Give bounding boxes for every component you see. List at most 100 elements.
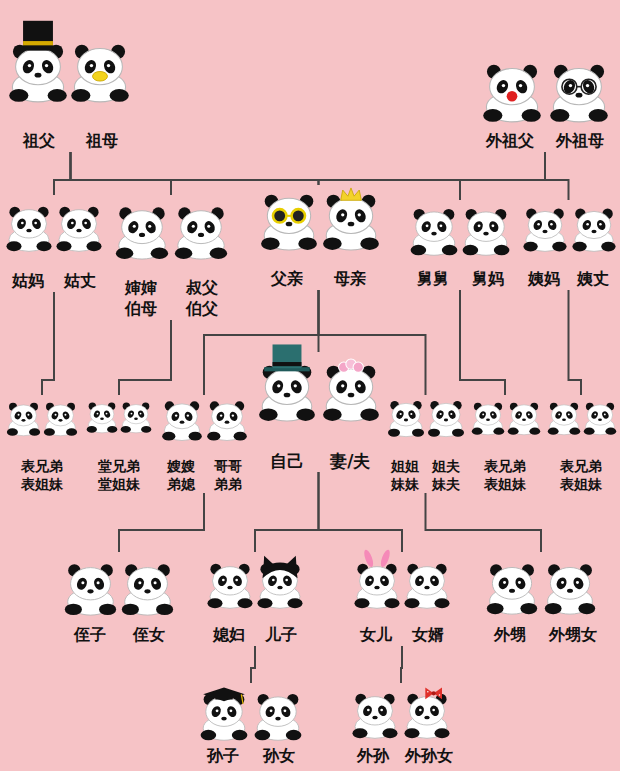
relation-label: 婶婶 (110, 278, 171, 299)
relation-label: 外孙 (345, 746, 401, 767)
panda (487, 564, 537, 614)
panda (162, 401, 202, 440)
panda (545, 564, 595, 614)
panda (404, 688, 449, 739)
relation-node: 姐姐姐夫妹妹妹夫 (384, 395, 467, 493)
panda (323, 188, 379, 250)
relation-label: 母亲 (319, 269, 383, 290)
family-line (319, 290, 426, 395)
relation-label: 孙子 (195, 746, 251, 767)
family-line (460, 152, 545, 200)
family-line (255, 472, 319, 552)
relation-node: 外孙外孙女 (345, 683, 457, 767)
family-line (54, 152, 71, 195)
label-group: 孙子孙女 (195, 746, 307, 767)
relation-node: 姨妈姨丈 (519, 200, 618, 290)
family-line (401, 646, 402, 683)
label-group: 外甥外甥女 (478, 625, 604, 646)
panda (572, 209, 615, 252)
relation-label: 父亲 (255, 269, 319, 290)
relation-label: 女婿 (402, 625, 454, 646)
panda (354, 549, 399, 609)
label-group: 婶婶叔父伯母伯父 (110, 278, 232, 320)
family-line (119, 320, 171, 395)
panda (550, 65, 608, 122)
relation-label: 外祖父 (475, 131, 545, 152)
panda (523, 209, 566, 252)
panda (201, 687, 248, 740)
relation-label: 祖父 (8, 131, 71, 152)
relation-node: 女儿女婿 (350, 552, 454, 646)
panda (472, 403, 504, 435)
relation-label: 堂姐妹 (83, 475, 155, 493)
family-line (71, 152, 319, 185)
relation-node: 自己妻/夫 (255, 352, 382, 472)
label-group: 嫂嫂哥哥弟媳弟弟 (157, 457, 251, 493)
relation-label: 外祖母 (545, 131, 615, 152)
panda (65, 564, 116, 615)
relation-node: 表兄弟表姐妹 (3, 395, 81, 493)
relation-label: 姨丈 (569, 269, 619, 290)
relation-label: 外孙女 (401, 746, 457, 767)
relation-label: 妹夫 (426, 475, 468, 493)
relation-label: 外甥 (478, 625, 541, 646)
panda (122, 564, 173, 615)
relation-node: 舅舅舅妈 (405, 200, 515, 290)
panda (71, 45, 129, 102)
relation-label: 孙女 (251, 746, 307, 767)
relation-label: 姨妈 (519, 269, 569, 290)
family-line (460, 290, 505, 395)
family-line (119, 493, 204, 552)
relation-node: 父亲母亲 (255, 185, 382, 290)
panda (207, 401, 247, 440)
panda (6, 207, 51, 252)
relation-label: 祖母 (71, 131, 134, 152)
label-group: 表兄弟表姐妹 (544, 457, 618, 493)
panda (259, 344, 315, 420)
label-group: 侄子侄女 (60, 625, 178, 646)
panda (175, 207, 227, 259)
panda (207, 564, 252, 609)
label-group: 自己妻/夫 (255, 450, 382, 472)
relation-label: 舅妈 (460, 269, 515, 290)
relation-label: 姐姐 (384, 457, 426, 475)
relation-node: 婶婶叔父伯母伯父 (110, 195, 232, 320)
relation-node: 表兄弟表姐妹 (544, 395, 618, 493)
relation-node: 外甥外甥女 (478, 552, 604, 646)
relation-node: 侄子侄女 (60, 552, 178, 646)
relation-label: 姐夫 (426, 457, 468, 475)
label-group: 堂兄弟堂姐妹 (83, 457, 155, 493)
label-group: 姨妈姨丈 (519, 269, 618, 290)
relation-label: 儿子 (255, 625, 307, 646)
family-line (569, 290, 582, 395)
relation-label: 侄女 (119, 625, 178, 646)
panda (388, 401, 424, 437)
label-group: 姐姐姐夫妹妹妹夫 (384, 457, 467, 493)
relation-label: 表姐妹 (468, 475, 542, 493)
relation-label: 哥哥 (204, 457, 251, 475)
relation-label: 媳妇 (203, 625, 255, 646)
panda (404, 564, 449, 609)
relation-label: 表兄弟 (468, 457, 542, 475)
label-group: 外孙外孙女 (345, 746, 457, 767)
panda (9, 21, 67, 102)
relation-label: 妻/夫 (319, 450, 383, 472)
relation-node: 堂兄弟堂姐妹 (83, 395, 155, 493)
relation-label: 弟弟 (204, 475, 251, 493)
relation-label: 伯母 (110, 299, 171, 320)
relation-node: 外祖父外祖母 (475, 45, 615, 152)
label-group: 媳妇儿子 (203, 625, 307, 646)
family-line (71, 152, 172, 195)
relation-node: 表兄弟表姐妹 (468, 395, 542, 493)
relation-node: 祖父祖母 (8, 15, 133, 152)
panda (44, 403, 77, 436)
relation-label: 表姐妹 (544, 475, 618, 493)
panda (584, 403, 616, 435)
relation-label: 侄子 (60, 625, 119, 646)
relation-label: 姑丈 (54, 271, 106, 292)
label-group: 姑妈姑丈 (2, 271, 106, 292)
panda (352, 694, 397, 739)
relation-label: 弟媳 (157, 475, 204, 493)
